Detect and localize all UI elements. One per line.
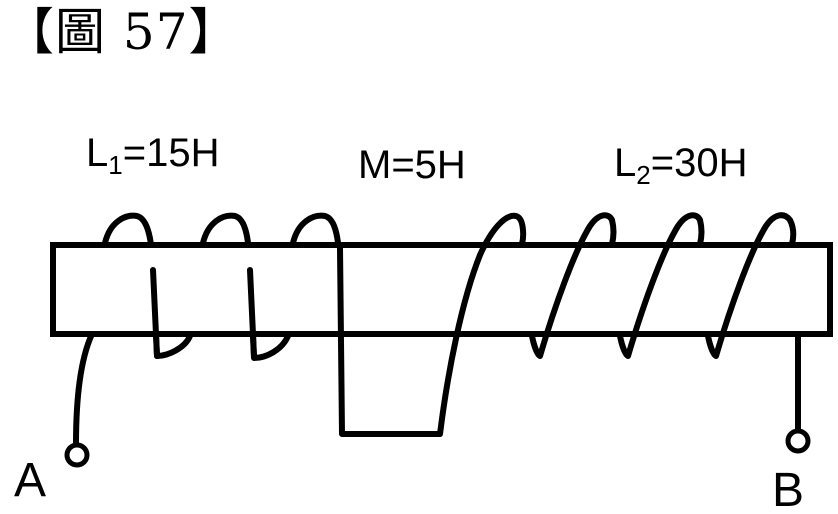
coil1-winding-1 <box>102 212 193 359</box>
coil1-front-1 <box>150 267 160 359</box>
terminal-a-node <box>64 442 90 468</box>
coil2-winding-1 <box>529 212 617 359</box>
magnetic-core <box>50 242 833 337</box>
coil1-winding-2 <box>200 212 291 361</box>
label-l2: L2=30H <box>614 141 747 190</box>
terminal-b-node <box>785 428 811 454</box>
coil2-winding-2 <box>617 212 705 359</box>
terminal-a-label: A <box>14 454 46 507</box>
label-mutual-inductance: M=5H <box>358 143 466 187</box>
coil-connection-loop <box>337 212 527 437</box>
figure-title: 【圖 57】 <box>4 3 240 61</box>
terminal-b-label: B <box>772 464 804 514</box>
coil2-winding-3 <box>705 212 797 359</box>
coil1-front-2 <box>247 267 257 359</box>
lead-a <box>73 331 95 447</box>
label-l1: L1=15H <box>86 131 219 180</box>
